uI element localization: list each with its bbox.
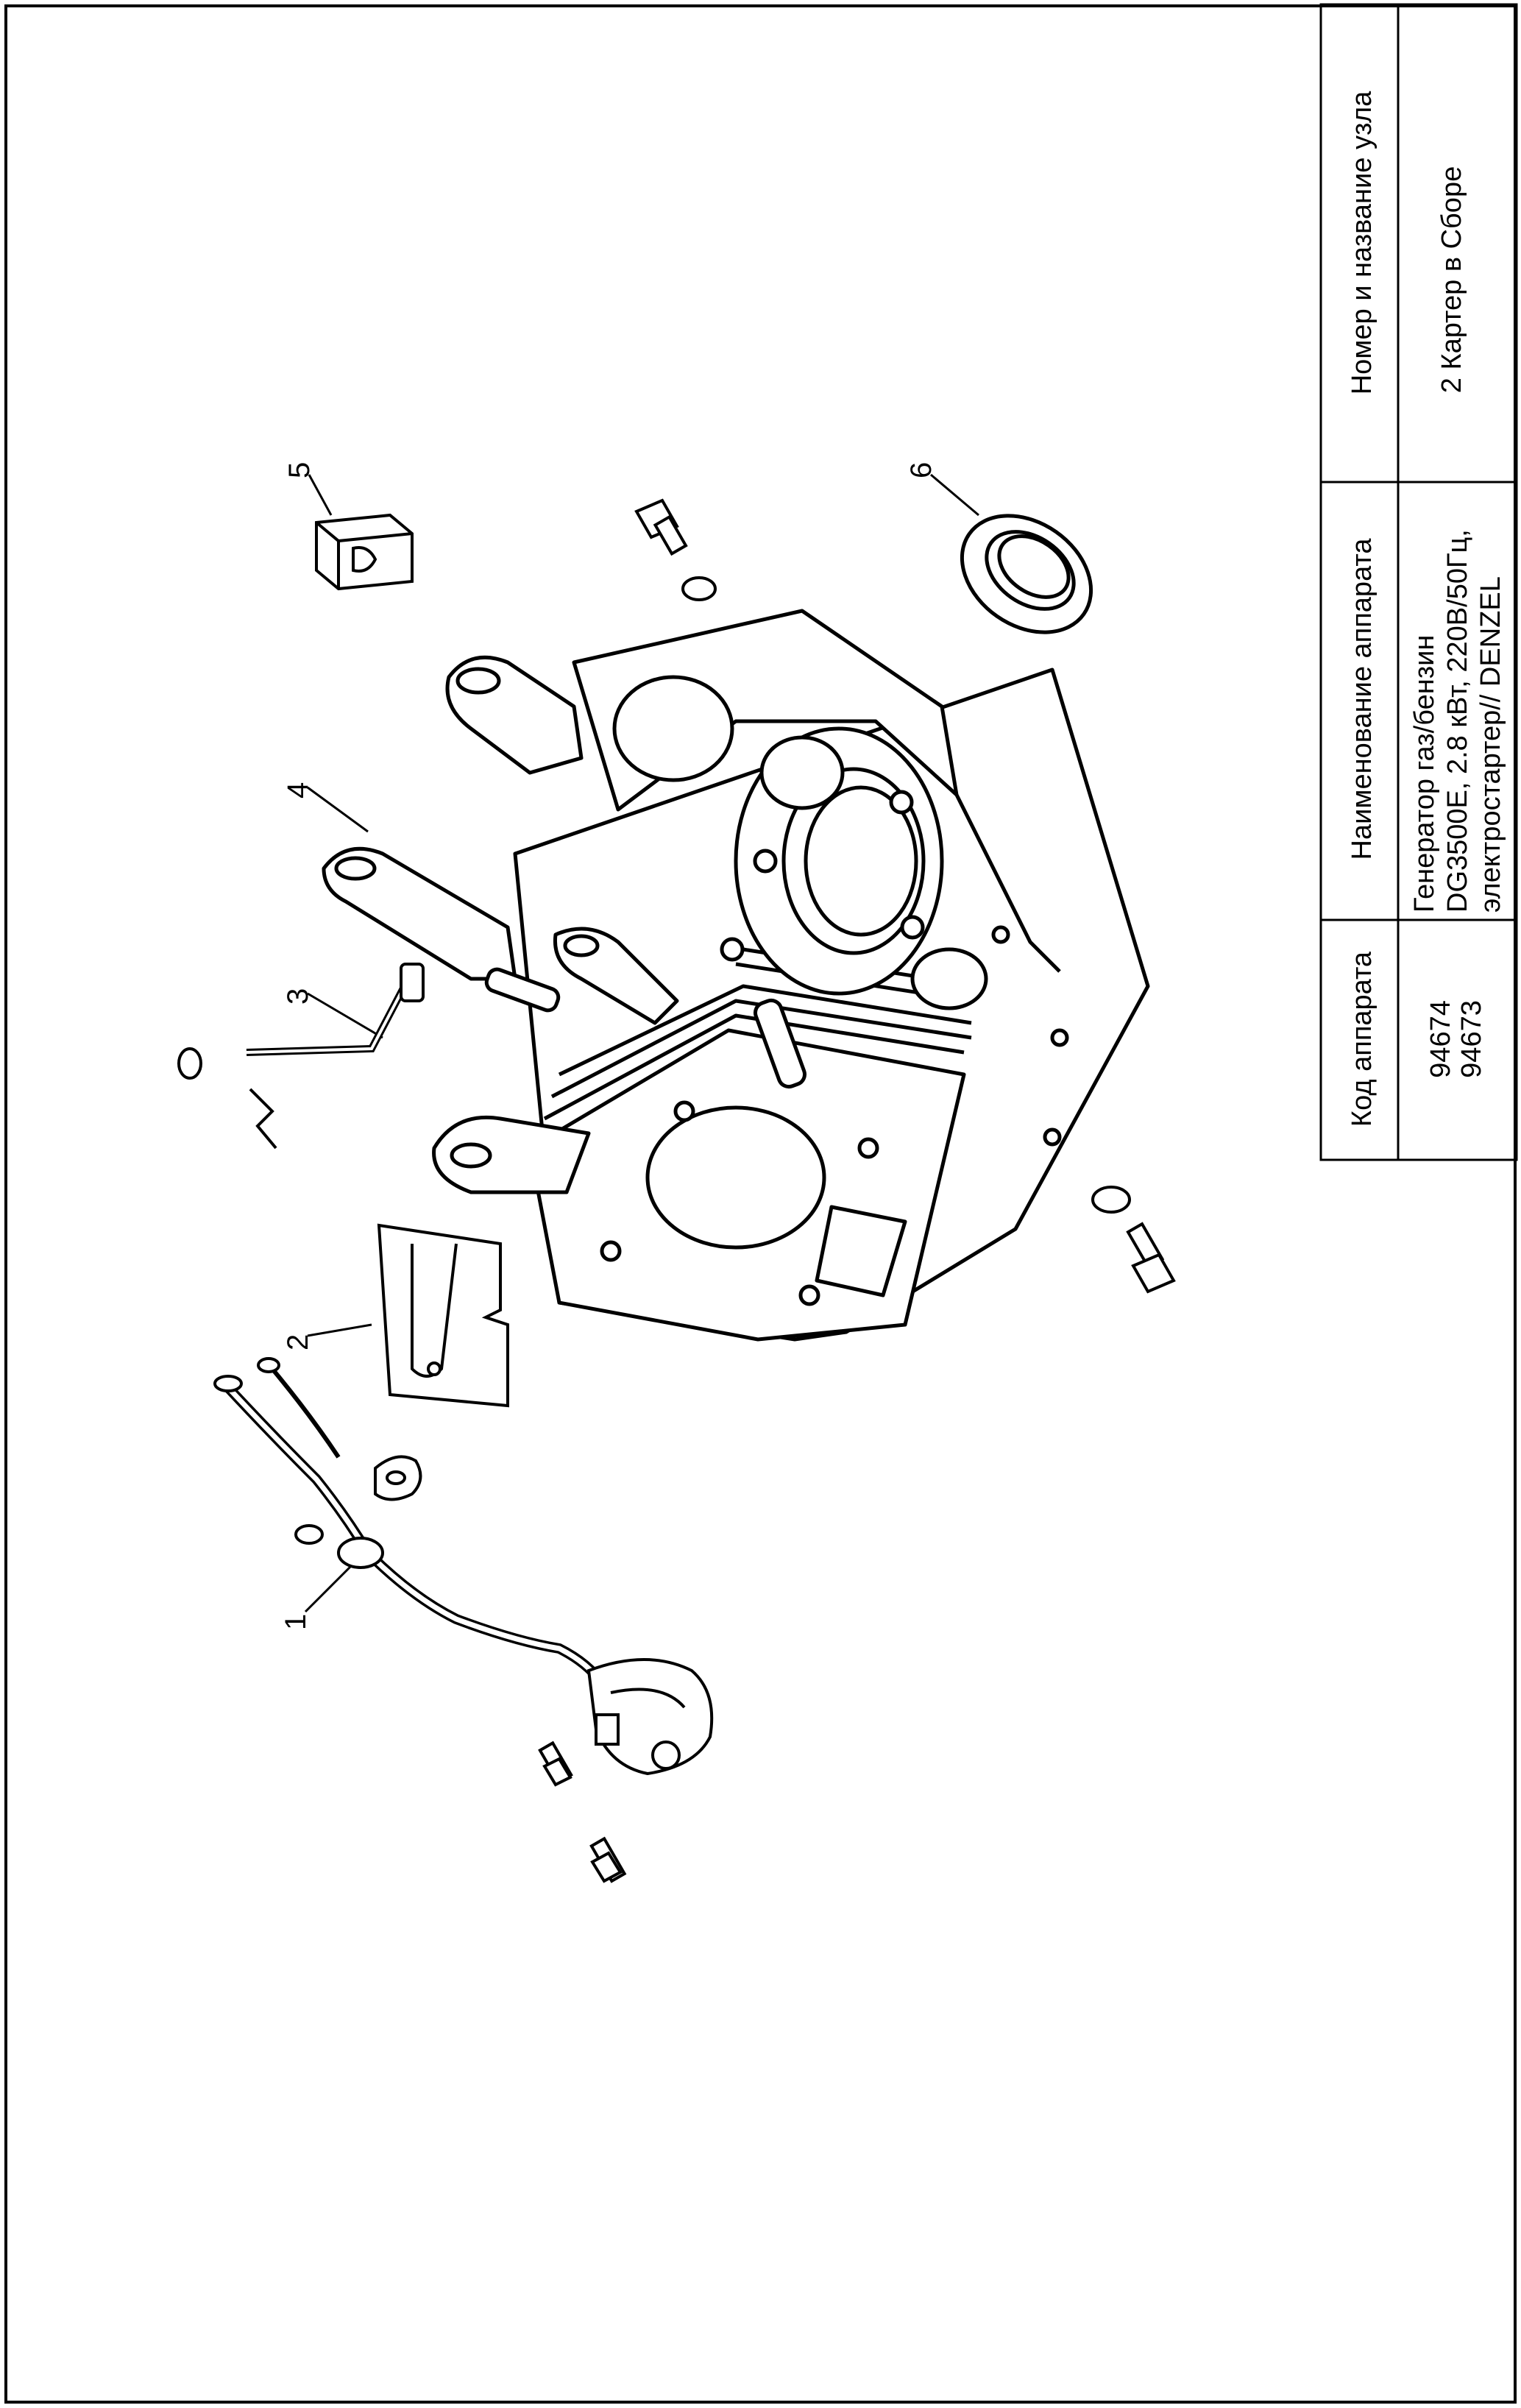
- callout-2: 2: [282, 1334, 314, 1350]
- col3-value: 2 Картер в Сборе: [1436, 166, 1467, 393]
- title-block: [1319, 3, 1518, 1161]
- col1-value2: 94673: [1456, 1000, 1487, 1078]
- col2-line1: Генератор газ/бензин: [1409, 635, 1440, 913]
- callout-5: 5: [283, 462, 316, 478]
- col2-line2: DG3500E, 2.8 кВт, 220В/50Гц,: [1442, 529, 1473, 913]
- washer-and-nut-hardware: [294, 1455, 422, 1545]
- page-frame: [4, 4, 1517, 2404]
- callout-1: 1: [280, 1614, 312, 1630]
- col2-line3: электростартер// DENZEL: [1475, 576, 1506, 913]
- cover-plate-part-2: [377, 1223, 509, 1408]
- col1-value1: 94674: [1425, 1000, 1456, 1078]
- col1-header: Код аппарата: [1347, 951, 1378, 1127]
- crankcase-assembly: [322, 609, 1150, 1342]
- terminal-block-part-5: [315, 513, 414, 591]
- bolt-hardware-lower-2: [1091, 1186, 1176, 1294]
- clip-hardware: [177, 1047, 277, 1150]
- callout-3: 3: [282, 988, 314, 1005]
- callout-4: 4: [282, 782, 314, 798]
- callout-6: 6: [905, 462, 937, 478]
- bolt-hardware-lower-1: [538, 1741, 627, 1883]
- oil-seal-part-6: [960, 514, 1093, 634]
- bolt-hardware-upper: [634, 498, 717, 601]
- col3-header: Номер и название узла: [1347, 91, 1378, 394]
- rod-part-3: [246, 963, 425, 1056]
- col2-header: Наименование аппарата: [1347, 538, 1378, 860]
- ignition-coil-part-1: [213, 1357, 714, 1776]
